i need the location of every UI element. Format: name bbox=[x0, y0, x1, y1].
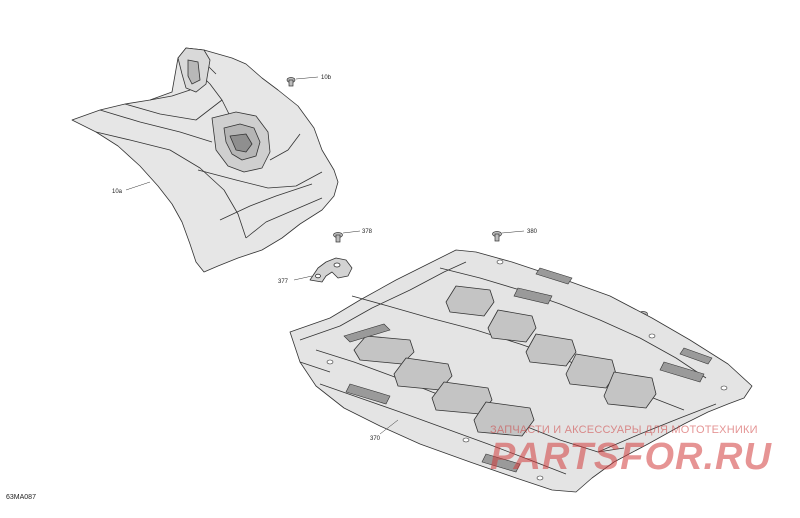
callout-380: 380 bbox=[527, 229, 538, 235]
callout-10a: 10a bbox=[112, 189, 123, 195]
skid-plate-pads bbox=[353, 285, 657, 437]
figure-code: 63MA087 bbox=[6, 494, 36, 501]
leader-10a bbox=[125, 181, 151, 191]
watermark-logo: PARTSFOR.RU bbox=[490, 436, 772, 478]
watermark-tagline: ЗАПЧАСТИ И АКСЕССУАРЫ ДЛЯ МОТОТЕХНИКИ bbox=[490, 424, 758, 436]
callout-370: 370 bbox=[370, 436, 381, 442]
fastener-10b bbox=[286, 77, 296, 87]
fastener-380 bbox=[492, 231, 502, 242]
skid-plate-ribs bbox=[343, 267, 713, 473]
cover-latch bbox=[177, 47, 211, 93]
callout-10b: 10b bbox=[321, 75, 332, 81]
callout-377: 377 bbox=[278, 279, 289, 285]
leader-370 bbox=[379, 419, 399, 435]
bracket-377 bbox=[309, 257, 353, 283]
leader-378 bbox=[342, 230, 361, 234]
rear-cover-part bbox=[71, 47, 339, 273]
skid-plate-holes bbox=[326, 259, 728, 481]
cover-handle bbox=[211, 111, 271, 173]
callout-378: 378 bbox=[362, 229, 373, 235]
fastener-378 bbox=[333, 232, 343, 243]
leader-10b bbox=[295, 76, 319, 80]
leader-380 bbox=[501, 230, 525, 234]
leader-377 bbox=[293, 275, 313, 281]
